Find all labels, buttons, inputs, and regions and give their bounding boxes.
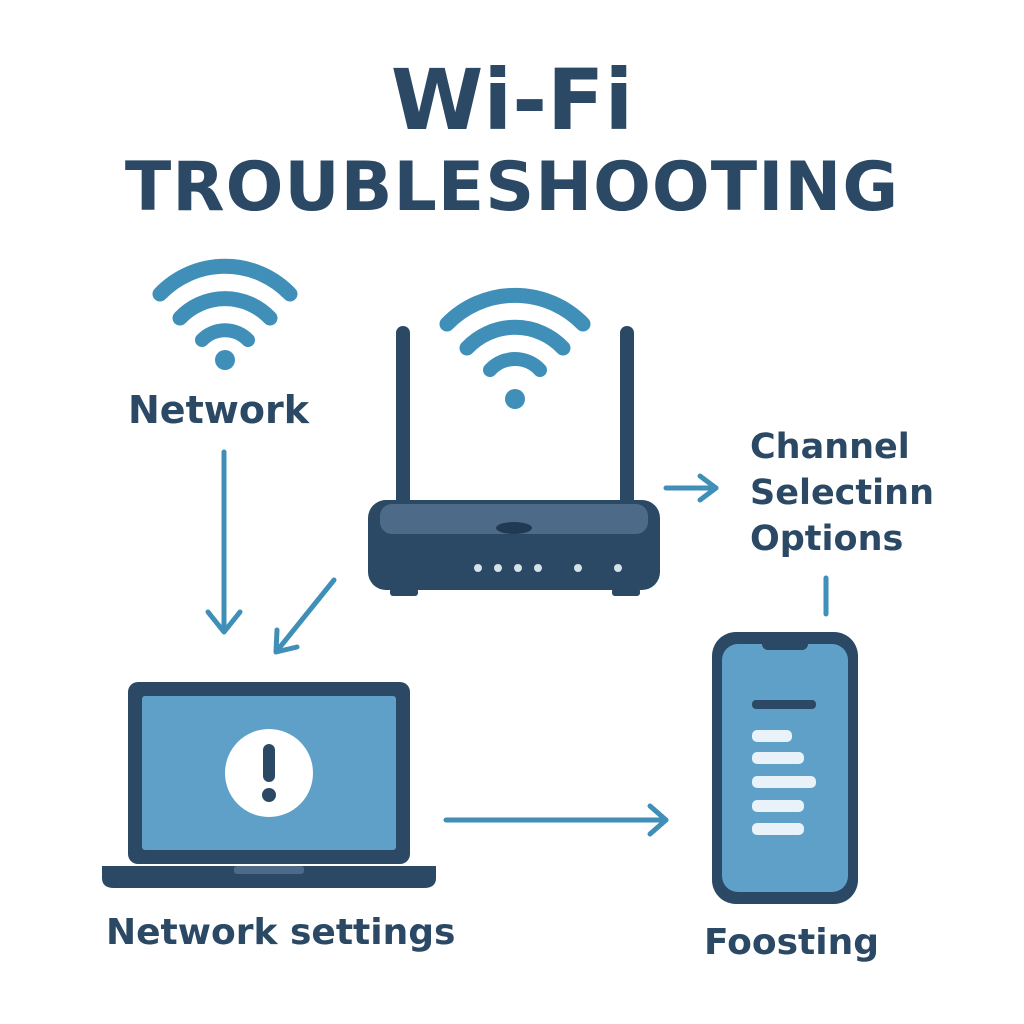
wifi-icon [439,287,591,409]
alert-icon [225,729,313,817]
label-foosting: Foosting [704,922,879,963]
arrow-icon [443,803,669,837]
label-network: Network [128,388,309,432]
laptop-icon [102,682,436,888]
phone-notch [762,638,808,650]
phone-screen [722,644,848,892]
laptop-base [102,866,436,888]
label-channel-selection-options: Channel Selectinn Options [750,424,934,562]
router-icon [368,326,660,596]
title-line-2: TROUBLESHOOTING [124,148,900,227]
smartphone-icon [712,632,858,904]
arrow-icon [663,473,719,503]
arrow-icon [273,577,337,655]
label-channel-line: Selectinn [750,473,934,513]
label-network-settings: Network settings [106,912,456,953]
router-antenna-left [396,326,410,516]
phone-header-bar [752,700,816,709]
router-antenna-right [620,326,634,516]
wifi-icon [152,258,298,370]
label-channel-line: Options [750,519,904,559]
label-channel-line: Channel [750,427,910,467]
router-leds [474,564,622,572]
arrow-icon [205,449,243,635]
phone-list [752,730,816,835]
title-line-1: Wi-Fi [390,51,634,149]
